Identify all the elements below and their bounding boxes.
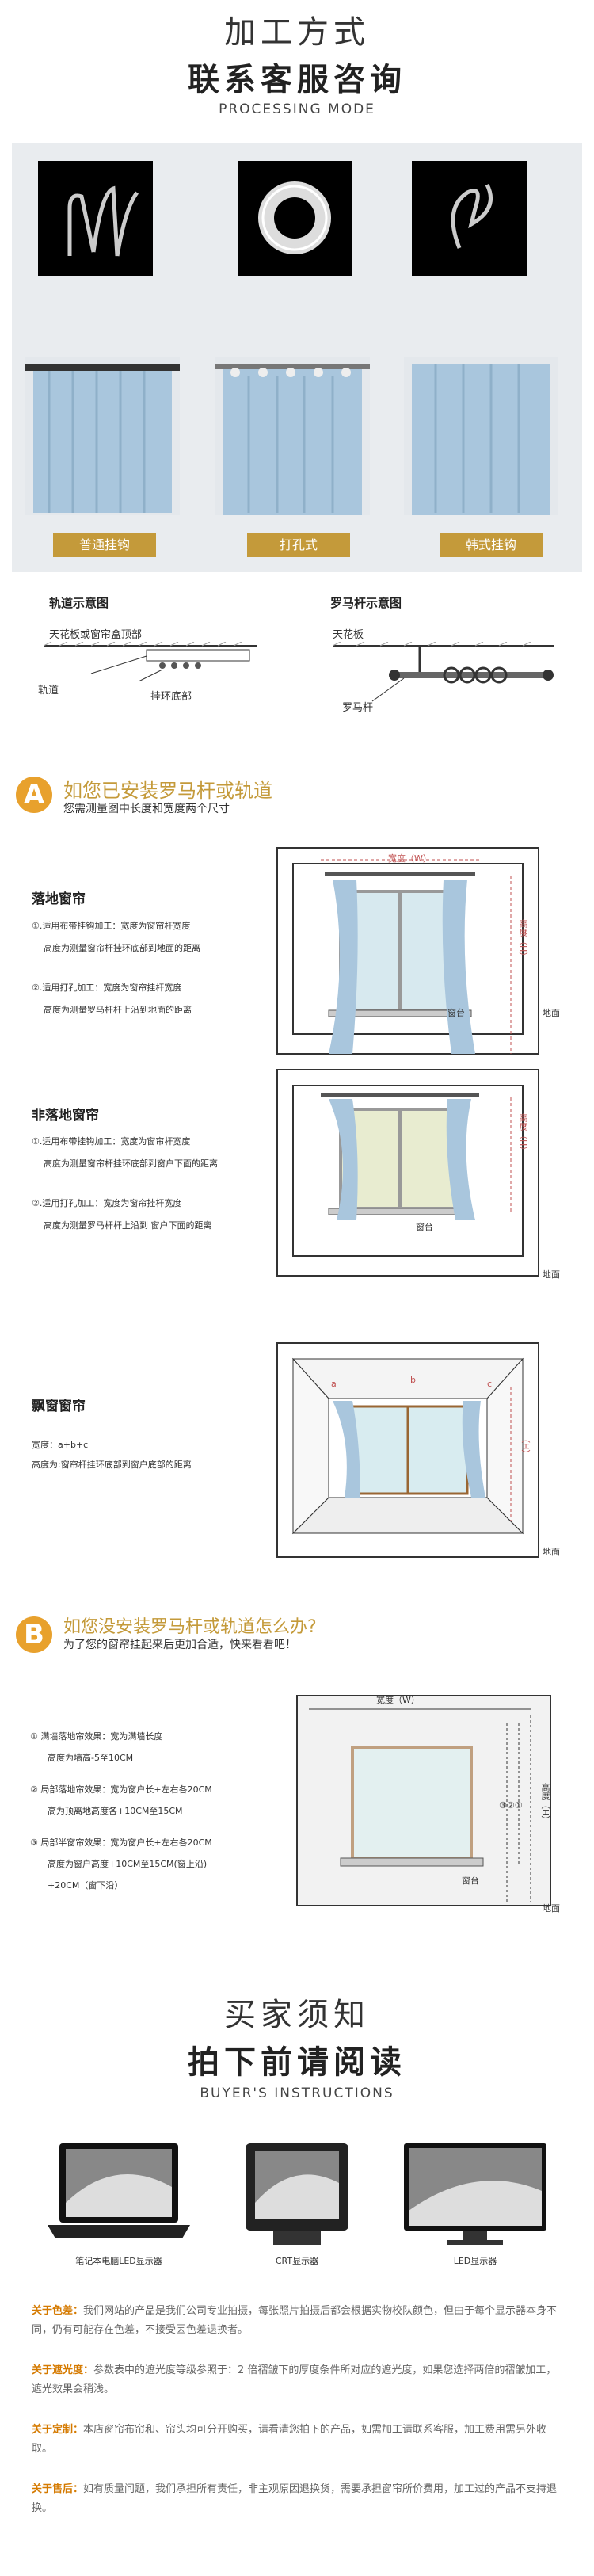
grommet-ring-icon bbox=[258, 181, 331, 254]
nonfloor-curtain-diagram bbox=[276, 1069, 539, 1277]
note-color-key: 关于色差： bbox=[32, 2305, 84, 2317]
nonfloor-item1-b: 高度为测量窗帘杆挂环底部到窗户下面的距离 bbox=[44, 1158, 218, 1169]
track-ceiling-label: 天花板或窗帘盒顶部 bbox=[49, 629, 143, 641]
floor-curtain-diagram bbox=[276, 847, 539, 1055]
label-korean-hook: 韩式挂钩 bbox=[440, 533, 543, 557]
laptop-monitor-image bbox=[48, 2143, 190, 2238]
standard-hook-curtain-photo bbox=[25, 357, 180, 515]
no-rod-width-label: 宽度（W） bbox=[376, 1695, 420, 1705]
label-standard-hook: 普通挂钩 bbox=[53, 533, 156, 557]
bay-a-label: a bbox=[331, 1379, 337, 1389]
korean-hook-icon bbox=[451, 183, 493, 249]
bay-c-label: c bbox=[487, 1379, 493, 1389]
track-hook-label: 挂环底部 bbox=[150, 691, 192, 703]
rod-diagram-title: 罗马杆示意图 bbox=[330, 596, 402, 610]
sectionb-item3-c: +20CM（窗下沿） bbox=[48, 1880, 124, 1891]
pleated-curtain-icon bbox=[25, 364, 180, 513]
note-color: 关于色差：我们网站的产品是我们公司专业拍摄，每张照片拍摄后都会根据实物校队颜色，… bbox=[32, 2302, 562, 2340]
floor-item1-a: ①.适用布带挂钩加工：宽度为窗帘杆宽度 bbox=[32, 921, 191, 931]
note-custom-key: 关于定制： bbox=[32, 2424, 84, 2436]
nonfloor-item1-a: ①.适用布带挂钩加工：宽度为窗帘杆宽度 bbox=[32, 1136, 191, 1147]
grommet-photo bbox=[238, 161, 352, 276]
processing-mode-label: PROCESSING MODE bbox=[219, 101, 375, 117]
nonfloor-ground-label: 地面 bbox=[543, 1269, 560, 1280]
note-custom-text: 本店窗帘布帘和、帘头均可分开购买，请看清您拍下的产品，如需加工请联系客服，加工费… bbox=[32, 2424, 547, 2455]
track-diagram-title: 轨道示意图 bbox=[49, 596, 109, 610]
nonfloor-curtain-title: 非落地窗帘 bbox=[32, 1108, 99, 1124]
rod-label: 罗马杆 bbox=[342, 702, 374, 714]
sectionb-item3-b: 高度为窗户高度+10CM至15CM(窗上沿) bbox=[48, 1859, 208, 1869]
crt-monitor-image bbox=[246, 2143, 348, 2245]
no-rod-diagram bbox=[296, 1695, 551, 1906]
bay-line1: 宽度：a+b+c bbox=[32, 1440, 89, 1450]
section-a-badge: A bbox=[16, 777, 52, 813]
note-after-sale: 关于售后：如有质量问题，我们承担所有责任，非主观原因退换货，需要承担窗帘所价费用… bbox=[32, 2480, 562, 2518]
track-diagram bbox=[44, 642, 257, 682]
track-rail-label: 轨道 bbox=[38, 685, 59, 696]
buyer-subtitle: 拍下前请阅读 bbox=[188, 2044, 406, 2081]
no-rod-sill-label: 窗台 bbox=[462, 1876, 479, 1886]
nonfloor-item2-b: 高度为测量罗马杆杆上沿到 窗户下面的距离 bbox=[44, 1220, 212, 1231]
section-b-badge: B bbox=[16, 1616, 52, 1653]
label-grommet: 打孔式 bbox=[247, 533, 350, 557]
note-shading: 关于遮光度：参数表中的遮光度等级参照于：2 倍褶皱下的厚度条件所对应的遮光度，如… bbox=[32, 2361, 562, 2399]
bay-height-label: （H） bbox=[520, 1434, 531, 1459]
rod-diagram bbox=[333, 642, 554, 702]
page-title: 加工方式 bbox=[224, 14, 370, 51]
floor-item2-b: 高度为测量罗马杆杆上沿到地面的距离 bbox=[44, 1005, 192, 1015]
note-after-sale-key: 关于售后： bbox=[32, 2483, 84, 2495]
note-custom: 关于定制：本店窗帘布帘和、帘头均可分开购买，请看清您拍下的产品，如需加工请联系客… bbox=[32, 2421, 562, 2459]
note-shading-text: 参数表中的遮光度等级参照于：2 倍褶皱下的厚度条件所对应的遮光度，如果您选择两倍… bbox=[32, 2364, 557, 2395]
sectionb-item1-a: ① 满墙落地帘效果：宽为满墙长度 bbox=[30, 1731, 163, 1742]
floor-curtain-title: 落地窗帘 bbox=[32, 891, 86, 907]
section-b-title: 如您没安装罗马杆或轨道怎么办? bbox=[63, 1617, 317, 1637]
floor-width-label: 宽度（W） bbox=[388, 853, 432, 864]
nonfloor-height-label: 高度（H） bbox=[518, 1113, 528, 1155]
led-monitor-image bbox=[404, 2143, 546, 2245]
note-shading-key: 关于遮光度： bbox=[32, 2364, 94, 2376]
floor-item1-b: 高度为测量窗帘杆挂环底部到地面的距离 bbox=[44, 943, 200, 953]
floor-ground-label: 地面 bbox=[543, 1008, 560, 1018]
grommet-curtain-photo bbox=[215, 357, 370, 515]
no-rod-ground-label: 地面 bbox=[543, 1903, 560, 1914]
no-rod-height-label: 高度（H） bbox=[540, 1783, 550, 1825]
korean-curtain-icon bbox=[412, 364, 550, 515]
sectionb-item1-b: 高度为墙高-5至10CM bbox=[48, 1753, 134, 1763]
no-rod-nums: ③②① bbox=[499, 1800, 523, 1811]
note-after-sale-text: 如有质量问题，我们承担所有责任，非主观原因退换货，需要承担窗帘所价费用，加工过的… bbox=[32, 2483, 558, 2514]
section-a-subtitle: 您需测量图中长度和宽度两个尺寸 bbox=[63, 803, 230, 815]
buyer-instructions-label: BUYER'S INSTRUCTIONS bbox=[200, 2086, 394, 2101]
floor-sill-label: 窗台 bbox=[447, 1008, 465, 1018]
korean-hook-photo bbox=[412, 161, 527, 276]
sectionb-item2-a: ② 局部落地帘效果：宽为窗户长+左右各20CM bbox=[30, 1784, 212, 1795]
monitor-label-laptop: 笔记本电脑LED显示器 bbox=[75, 2256, 162, 2266]
floor-item2-a: ②.适用打孔加工：宽度为窗帘挂杆宽度 bbox=[32, 983, 182, 993]
sectionb-item3-a: ③ 局部半窗帘效果：宽为窗户长+左右各20CM bbox=[30, 1838, 212, 1848]
standard-hook-icon bbox=[67, 185, 139, 257]
nonfloor-item2-a: ②.适用打孔加工：宽度为窗帘挂杆宽度 bbox=[32, 1198, 182, 1208]
grommet-curtain-icon bbox=[215, 364, 370, 515]
buyer-title: 买家须知 bbox=[224, 1997, 370, 2033]
page-subtitle: 联系客服咨询 bbox=[188, 62, 406, 98]
section-b-subtitle: 为了您的窗帘挂起来后更加合适，快来看看吧！ bbox=[63, 1639, 296, 1651]
section-a-title: 如您已安装罗马杆或轨道 bbox=[63, 780, 272, 802]
floor-height-label: 高度（H） bbox=[518, 919, 528, 961]
note-color-text: 我们网站的产品是我们公司专业拍摄，每张照片拍摄后都会根据实物校队颜色，但由于每个… bbox=[32, 2305, 558, 2336]
rod-ceiling-label: 天花板 bbox=[333, 629, 364, 641]
monitor-label-crt: CRT显示器 bbox=[275, 2256, 319, 2266]
bay-ground-label: 地面 bbox=[543, 1547, 560, 1557]
standard-hook-photo bbox=[38, 161, 153, 276]
bay-curtain-title: 飘窗窗帘 bbox=[32, 1399, 86, 1414]
nonfloor-sill-label: 窗台 bbox=[416, 1222, 433, 1232]
korean-hook-curtain-photo bbox=[404, 357, 558, 515]
bay-line2: 高度为:窗帘杆挂环底部到窗户底部的距离 bbox=[32, 1460, 192, 1470]
bay-curtain-diagram bbox=[276, 1342, 539, 1558]
bay-b-label: b bbox=[410, 1375, 416, 1385]
sectionb-item2-b: 高为顶离地高度各+10CM至15CM bbox=[48, 1806, 183, 1816]
monitor-label-led: LED显示器 bbox=[453, 2256, 497, 2266]
